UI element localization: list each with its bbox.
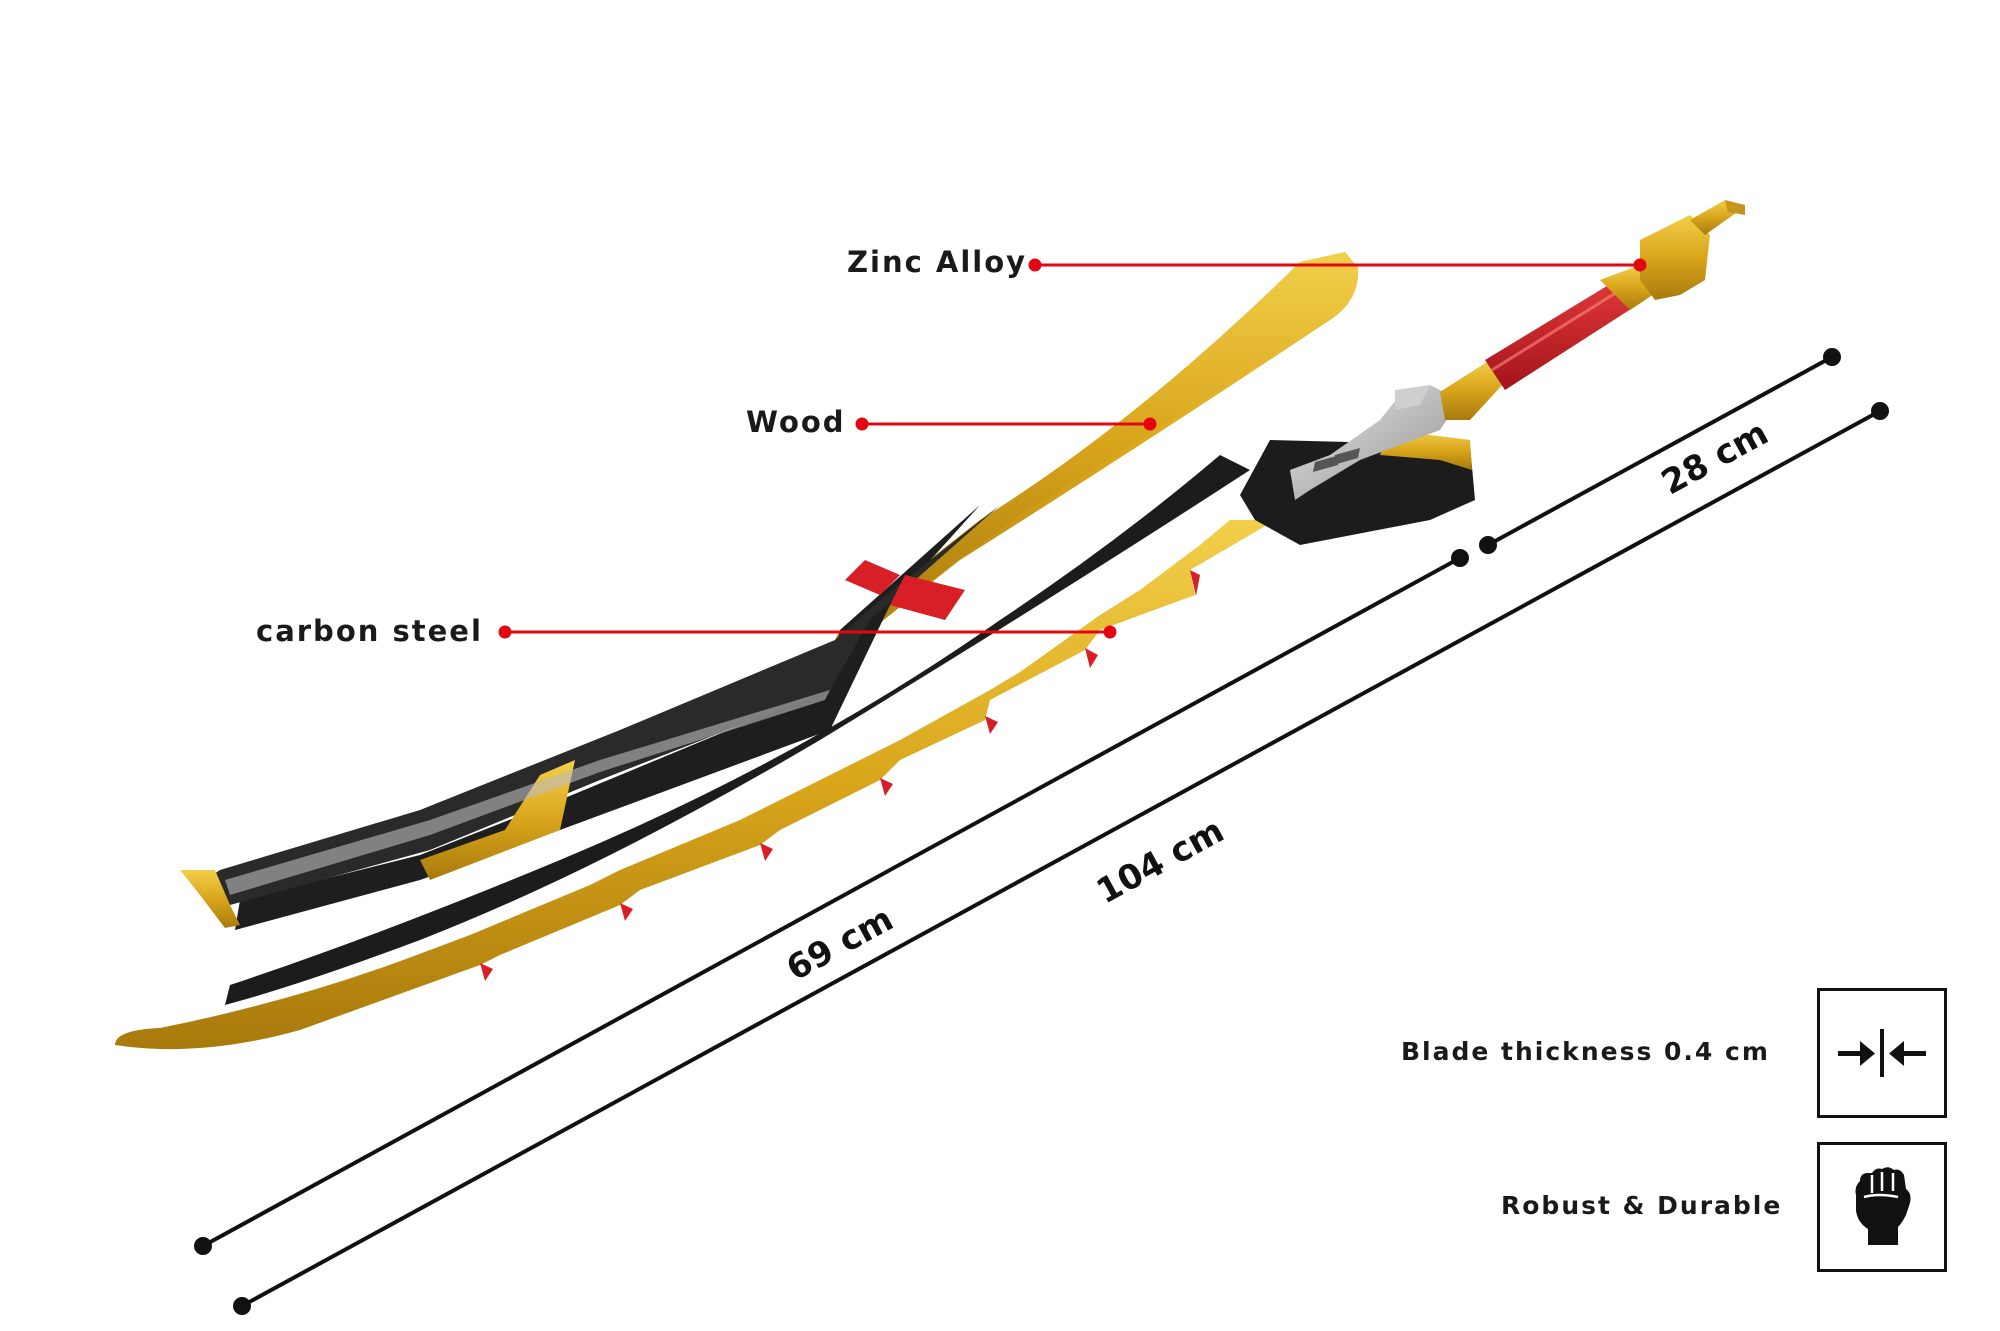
label-carbon-steel: carbon steel xyxy=(256,614,483,648)
dimension-lines xyxy=(194,348,1889,1315)
dimension-line-104cm xyxy=(241,409,1881,1308)
feature-icon-box-durable xyxy=(1817,1142,1947,1272)
sword xyxy=(115,200,1745,1050)
raised-fist-icon xyxy=(1855,1167,1911,1245)
compress-arrows-icon xyxy=(1838,1029,1926,1077)
dimension-line-28cm xyxy=(1487,355,1833,547)
scabbard xyxy=(180,252,1359,930)
callout-dot-wood xyxy=(855,417,869,431)
callout-dot-zinc-alloy xyxy=(1028,258,1042,272)
dimension-line-69cm xyxy=(202,556,1461,1248)
feature-label-robust-durable: Robust & Durable xyxy=(1501,1191,1783,1220)
feature-icon-box-thickness xyxy=(1817,988,1947,1118)
label-wood: Wood xyxy=(746,405,846,439)
feature-label-blade-thickness: Blade thickness 0.4 cm xyxy=(1401,1037,1770,1066)
callout-lines xyxy=(498,258,1647,639)
callout-dot-carbon-steel xyxy=(498,625,512,639)
label-zinc-alloy: Zinc Alloy xyxy=(847,245,1028,279)
